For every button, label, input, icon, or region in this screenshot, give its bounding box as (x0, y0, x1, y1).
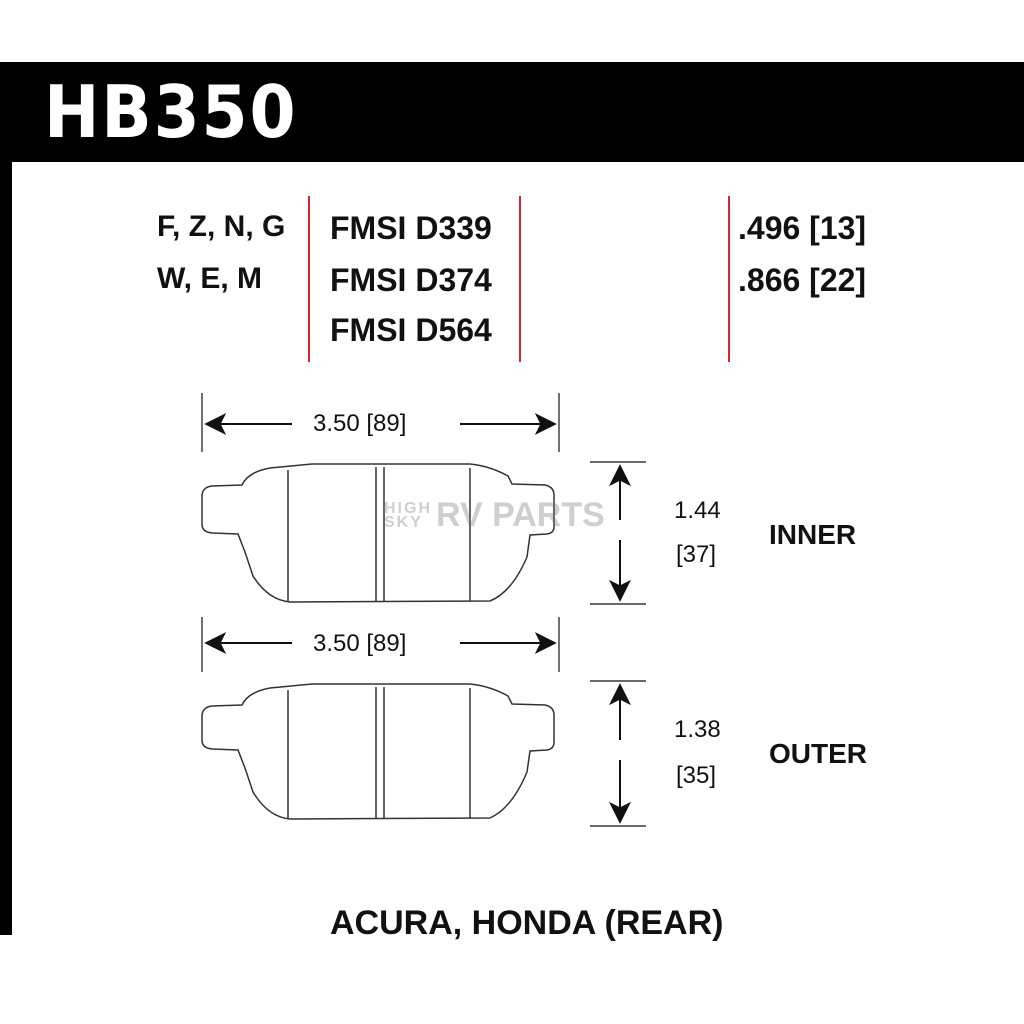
vehicle-application: ACURA, HONDA (REAR) (330, 904, 724, 942)
fmsi-code-2: FMSI D374 (330, 262, 492, 298)
inner-pad-outline (201, 463, 555, 603)
outer-pad-outline (201, 683, 555, 820)
compounds-line-1: F, Z, N, G (157, 210, 286, 243)
inner-width-label: 3.50 [89] (313, 410, 407, 437)
inner-width-dimension (201, 393, 560, 452)
thickness-value-2: .866 [22] (738, 262, 867, 298)
fmsi-code-1: FMSI D339 (330, 210, 492, 246)
thickness-value-1: .496 [13] (738, 210, 867, 246)
divider-line-1 (308, 196, 310, 362)
inner-pad-label: INNER (769, 519, 857, 550)
outer-width-dimension (201, 617, 560, 672)
inner-height-mm: [37] (676, 541, 717, 568)
divider-line-3 (728, 196, 730, 362)
part-number-title: HB350 (44, 70, 298, 154)
outer-height-mm: [35] (676, 762, 717, 789)
left-border-rule (0, 160, 12, 935)
header-bar (0, 62, 1024, 162)
outer-height-dimension (590, 680, 646, 827)
compounds-line-2: W, E, M (157, 262, 262, 295)
fmsi-code-3: FMSI D564 (330, 312, 492, 348)
watermark-logo: HIGH SKY RV PARTS (384, 496, 605, 535)
divider-line-2 (519, 196, 521, 362)
outer-pad-label: OUTER (769, 738, 867, 769)
outer-height-inches: 1.38 (674, 716, 721, 743)
watermark-big-text: RV PARTS (436, 496, 605, 534)
outer-width-label: 3.50 [89] (313, 630, 407, 657)
inner-height-dimension (590, 461, 646, 605)
inner-height-inches: 1.44 (674, 497, 721, 524)
watermark-small-text: HIGH SKY (384, 499, 432, 531)
